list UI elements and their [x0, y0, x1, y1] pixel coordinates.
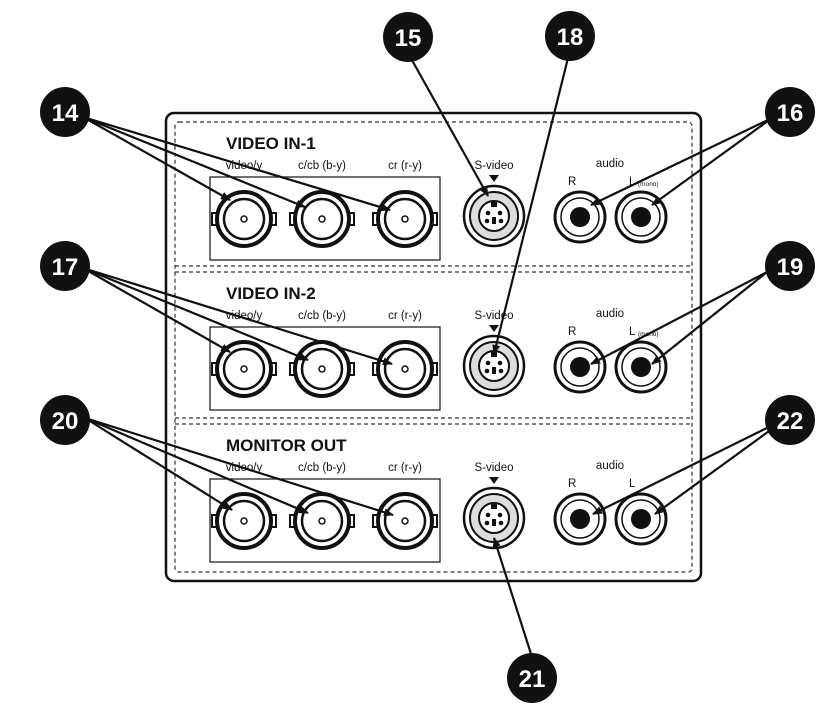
component-label: cr (r-y)	[388, 310, 422, 322]
leader-arrow	[492, 49, 572, 355]
connector-section: VIDEO IN-2 video/y c/cb (b-y) cr (r-y) S-vid…	[209, 284, 668, 411]
callout-badge: 16	[765, 87, 815, 137]
leader-arrow	[82, 115, 391, 212]
section-title: VIDEO IN-2	[226, 284, 316, 303]
leader-arrow	[651, 271, 768, 365]
s-video-connector[interactable]	[462, 334, 526, 398]
leader-arrow	[84, 416, 394, 517]
audio-l-label: L	[629, 326, 636, 338]
leader-arrow	[82, 115, 306, 209]
callout-badge: 18	[545, 11, 595, 61]
callout-badge: 21	[507, 653, 557, 703]
component-label: cr (r-y)	[388, 462, 422, 474]
s-video-label: S-video	[475, 310, 514, 322]
bnc-connector[interactable]	[371, 340, 439, 398]
callout-number: 20	[52, 408, 79, 435]
bnc-connector[interactable]	[371, 492, 439, 550]
leader-arrow	[82, 266, 309, 362]
connector-section: MONITOR OUTvideo/yc/cb (b-y)cr (r-y)S-vi…	[209, 436, 668, 563]
leader-arrow	[592, 417, 788, 515]
leader-arrow	[407, 52, 489, 197]
component-label: c/cb (b-y)	[298, 160, 346, 172]
s-video-label: S-video	[475, 462, 514, 474]
callout-badge: 17	[40, 241, 90, 291]
component-group-frame	[209, 326, 441, 411]
leader-arrow	[82, 267, 231, 353]
callout-badge: 15	[383, 12, 433, 62]
pointer-triangle-icon	[489, 325, 499, 332]
callout-badge: 22	[765, 395, 815, 445]
component-label: c/cb (b-y)	[298, 462, 346, 474]
pointer-triangle-icon	[489, 175, 499, 182]
leader-arrow	[590, 271, 768, 365]
panel-inner-border	[174, 121, 693, 573]
bnc-connector[interactable]	[210, 340, 278, 398]
audio-r-label: R	[568, 326, 576, 338]
component-group-frame	[209, 478, 441, 563]
audio-l-note: (mono)	[638, 181, 659, 188]
audio-label: audio	[596, 460, 624, 472]
pointer-triangle-icon	[489, 477, 499, 484]
callout-number: 14	[52, 100, 79, 127]
audio-label: audio	[596, 158, 624, 170]
callout-number: 17	[52, 254, 79, 281]
component-group-frame	[209, 176, 441, 261]
section-title: MONITOR OUT	[226, 436, 347, 455]
leader-arrow	[82, 116, 231, 201]
rca-audio-jack[interactable]	[614, 340, 668, 394]
audio-r-label: R	[568, 176, 576, 188]
component-label: video/y	[226, 310, 263, 322]
s-video-label: S-video	[475, 160, 514, 172]
leader-arrow	[492, 537, 534, 658]
bnc-connector[interactable]	[288, 190, 356, 248]
leader-arrow	[82, 266, 393, 366]
leader-arrow	[84, 417, 233, 511]
component-label: c/cb (b-y)	[298, 310, 346, 322]
bnc-connector[interactable]	[210, 190, 278, 248]
callout-number: 15	[395, 25, 422, 52]
leader-arrow	[84, 416, 309, 515]
rca-audio-jack[interactable]	[553, 190, 607, 244]
audio-l-label: L	[629, 478, 636, 490]
section-title: VIDEO IN-1	[226, 134, 316, 153]
component-label: cr (r-y)	[388, 160, 422, 172]
callout-badge: 20	[40, 395, 90, 445]
rca-audio-jack[interactable]	[553, 492, 607, 546]
callout-badge: 19	[765, 241, 815, 291]
callout-number: 18	[557, 24, 584, 51]
leader-arrow	[651, 117, 773, 206]
leader-arrow	[654, 417, 788, 515]
audio-label: audio	[596, 308, 624, 320]
bnc-connector[interactable]	[371, 190, 439, 248]
rca-audio-jack[interactable]	[614, 492, 668, 546]
audio-r-label: R	[568, 478, 576, 490]
callout-number: 21	[519, 666, 546, 693]
s-video-connector[interactable]	[462, 184, 526, 248]
s-video-connector[interactable]	[462, 486, 526, 550]
leader-arrow	[590, 117, 773, 206]
audio-l-label: L	[629, 176, 636, 188]
callout-number: 16	[777, 100, 804, 127]
callout-badge: 14	[40, 87, 90, 137]
rca-audio-jack[interactable]	[553, 340, 607, 394]
callout-number: 22	[777, 408, 804, 435]
callout-number: 19	[777, 254, 804, 281]
